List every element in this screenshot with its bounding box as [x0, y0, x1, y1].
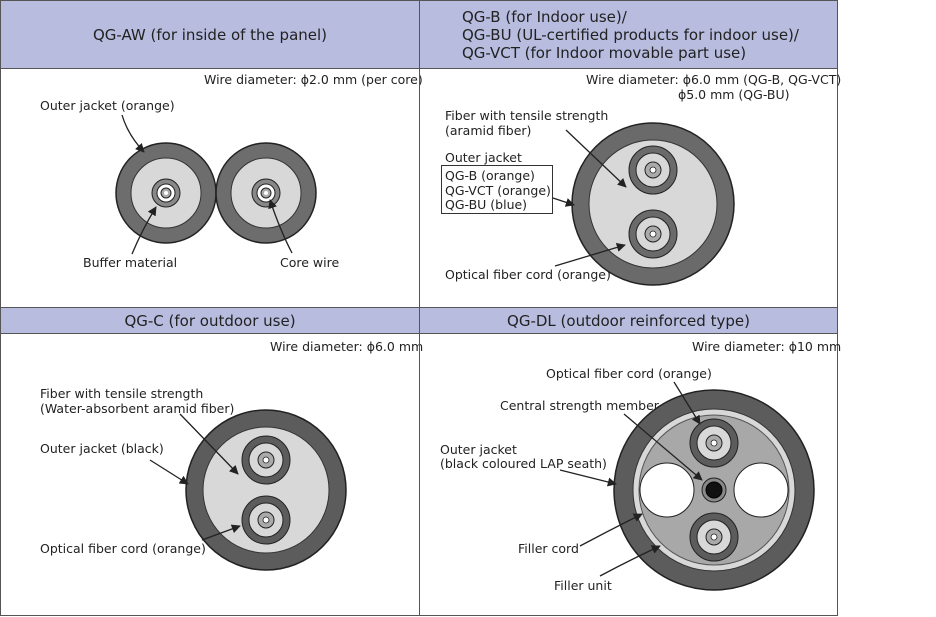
qg-vct-legend-item: QG-VCT (orange)	[445, 183, 551, 198]
qg-b-legend-item: QG-B (orange)	[445, 168, 535, 183]
qg-b-diameter-line2: ϕ5.0 mm (QG-BU)	[678, 87, 790, 102]
qg-dl-central-leader	[623, 413, 703, 481]
qg-b-diameter-line1: Wire diameter: ϕ6.0 mm (QG-B, QG-VCT)	[586, 72, 842, 87]
qg-b-header: QG-B (for Indoor use)/ QG-BU (UL-certifi…	[419, 0, 838, 69]
qg-b-header-line: QG-B (for Indoor use)/	[462, 7, 627, 26]
qg-b-color-legend-box	[441, 165, 553, 214]
qg-c-header: QG-C (for outdoor use)	[0, 307, 420, 334]
qg-dl-outer-jacket-label-line1: Outer jacket	[440, 442, 517, 457]
qg-bu-header-line: QG-BU (UL-certified products for indoor …	[462, 25, 799, 44]
qg-dl-filler-cord-label: Filler cord	[518, 541, 579, 556]
qg-c-optical-label: Optical fiber cord (orange)	[40, 541, 206, 556]
qg-b-fiber-label-line2: (aramid fiber)	[445, 123, 532, 138]
qg-aw-outer-jacket-leader	[121, 114, 145, 153]
qg-dl-header-text: QG-DL (outdoor reinforced type)	[507, 311, 750, 330]
qg-aw-header-text: QG-AW (for inside of the panel)	[92, 25, 328, 44]
qg-bu-legend-item: QG-BU (blue)	[445, 197, 528, 212]
qg-b-optical-label: Optical fiber cord (orange)	[445, 267, 611, 282]
qg-aw-buffer-leader	[131, 206, 157, 255]
qg-aw-header: QG-AW (for inside of the panel)	[0, 0, 420, 69]
qg-c-header-text: QG-C (for outdoor use)	[124, 311, 296, 330]
qg-b-outer-jacket-label: Outer jacket	[445, 150, 522, 165]
qg-b-cable	[571, 122, 735, 286]
qg-c-cable	[185, 409, 347, 571]
qg-c-optical-leader	[201, 524, 241, 541]
qg-dl-header: QG-DL (outdoor reinforced type)	[419, 307, 838, 334]
qg-dl-cable	[613, 389, 815, 591]
qg-aw-right-core	[215, 142, 317, 244]
qg-dl-outer-jacket-label-line2: (black coloured LAP seath)	[440, 456, 607, 471]
cable-comparison-table: QG-AW (for inside of the panel) Wire dia…	[0, 0, 842, 616]
qg-aw-outer-jacket-label: Outer jacket (orange)	[40, 98, 175, 113]
qg-c-diameter: Wire diameter: ϕ6.0 mm	[270, 339, 424, 354]
qg-dl-filler-unit-leader	[599, 545, 661, 577]
qg-dl-optical-label: Optical fiber cord (orange)	[546, 366, 712, 381]
qg-b-fiber-leader	[565, 129, 627, 188]
qg-aw-diameter: Wire diameter: ϕ2.0 mm (per core)	[204, 72, 423, 87]
qg-vct-header-line: QG-VCT (for Indoor movable part use)	[462, 43, 747, 62]
qg-dl-diameter: Wire diameter: ϕ10 mm	[692, 339, 842, 354]
qg-aw-core-leader	[268, 199, 293, 254]
qg-dl-central-label: Central strength member	[500, 398, 659, 413]
qg-c-outer-jacket-leader	[149, 459, 189, 485]
qg-c-fiber-label-line1: Fiber with tensile strength	[40, 386, 204, 401]
qg-dl-optical-leader	[673, 381, 701, 425]
qg-c-outer-jacket-label: Outer jacket (black)	[40, 441, 164, 456]
qg-c-fiber-leader	[179, 413, 239, 475]
qg-aw-cross-section	[115, 114, 317, 255]
qg-c-fiber-label-line2: (Water-absorbent aramid fiber)	[40, 401, 235, 416]
qg-dl-outer-jacket-leader	[559, 469, 617, 487]
qg-dl-panel	[419, 333, 838, 616]
qg-aw-buffer-label: Buffer material	[83, 255, 178, 270]
qg-dl-filler-unit-label: Filler unit	[554, 578, 612, 593]
qg-dl-filler-cord-leader	[579, 513, 643, 547]
qg-aw-core-label: Core wire	[280, 255, 340, 270]
qg-b-fiber-label-line1: Fiber with tensile strength	[445, 108, 609, 123]
qg-b-optical-leader	[554, 242, 626, 267]
qg-b-outer-jacket-leader	[552, 197, 575, 207]
